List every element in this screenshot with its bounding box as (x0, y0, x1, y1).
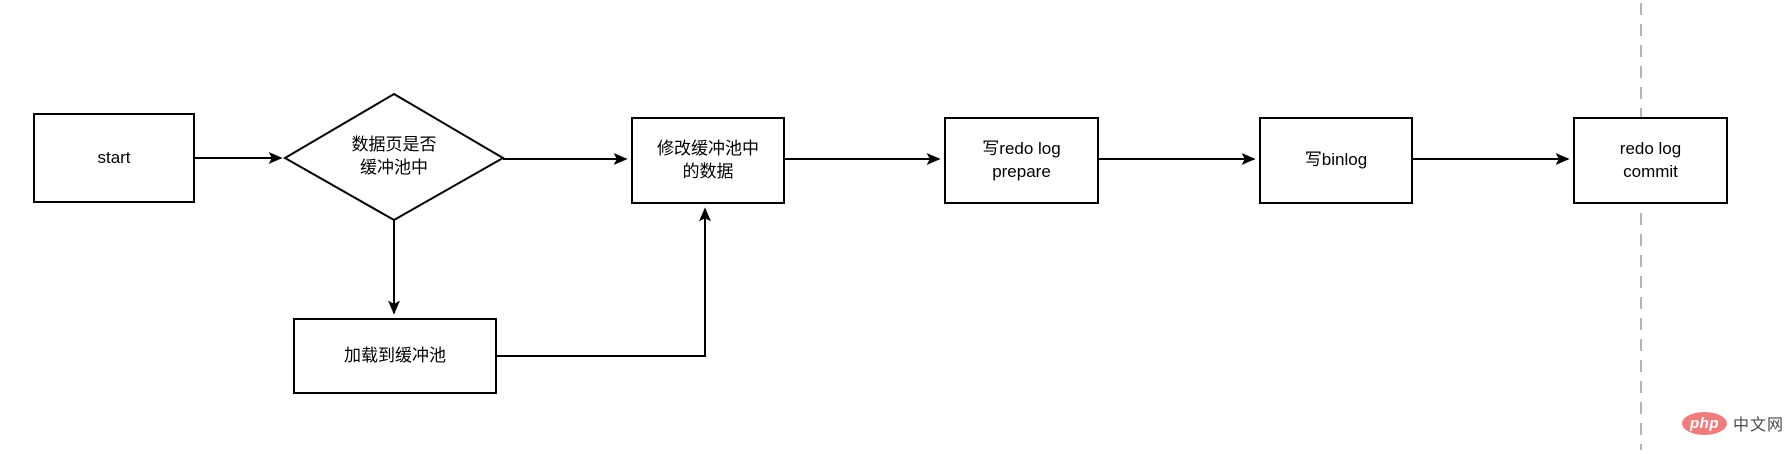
node-write-binlog: 写binlog (1259, 117, 1413, 204)
node-decision-label: 数据页是否 缓冲池中 (351, 135, 437, 177)
php-cn-watermark: php 中文网 (1682, 411, 1784, 435)
node-redo-log-commit: redo log commit (1573, 117, 1728, 204)
php-cn-site-name: 中文网 (1733, 417, 1784, 434)
node-modify-buffer-data: 修改缓冲池中 的数据 (631, 117, 785, 204)
arrow-load-to-modify (497, 207, 711, 357)
node-write-redo-log-prepare: 写redo log prepare (944, 117, 1099, 204)
node-start: start (33, 113, 195, 203)
php-logo-badge: php (1682, 411, 1727, 435)
node-load-to-buffer-pool: 加载到缓冲池 (293, 318, 497, 394)
